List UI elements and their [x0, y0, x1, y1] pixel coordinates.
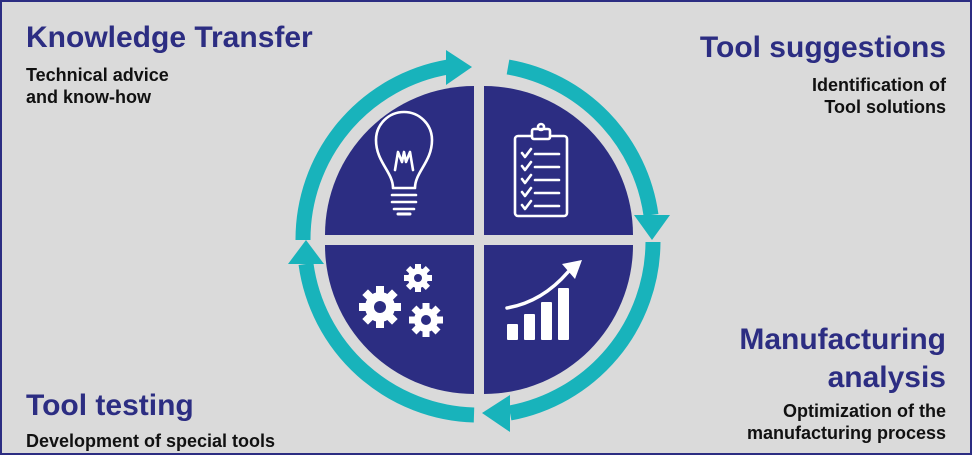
lightbulb-icon	[374, 110, 434, 216]
tool-testing-title: Tool testing	[26, 389, 194, 422]
arrow-head-left	[288, 240, 324, 264]
manufacturing-analysis-title-line2: analysis	[827, 361, 946, 394]
tool-suggestions-description-line2: Tool solutions	[824, 97, 946, 117]
arrow-arc-bottom-right	[508, 241, 661, 421]
tool-suggestions-description-line1: Identification of	[812, 75, 946, 95]
tool-suggestions-title: Tool suggestions	[699, 31, 946, 64]
arrow-ring	[295, 59, 661, 423]
manufacturing-analysis-description-line1: Optimization of the	[783, 401, 946, 421]
tool-testing-description: Development of special tools	[26, 431, 276, 451]
arrow-heads	[288, 50, 670, 432]
clipboard-checklist-icon	[513, 122, 569, 218]
gears-icon	[359, 264, 443, 337]
arrow-head-bottom	[482, 395, 510, 432]
quadrant-top-right	[484, 86, 633, 235]
manufacturing-analysis-description-line2: manufacturing process	[746, 423, 946, 443]
knowledge-transfer-description-line2: and know-how	[26, 87, 151, 107]
rising-bar-chart-icon	[505, 260, 582, 340]
knowledge-transfer-description: Technical advice and know-how	[26, 64, 246, 108]
manufacturing-analysis-title-line1: Manufacturing	[739, 323, 946, 356]
manufacturing-analysis-description: Optimization of the manufacturing proces…	[686, 400, 946, 444]
manufacturing-analysis-title: Manufacturing analysis	[686, 324, 946, 394]
arrow-head-top	[446, 50, 472, 85]
quadrant-top-left	[325, 86, 474, 235]
knowledge-transfer-title: Knowledge Transfer	[26, 21, 313, 54]
quadrant-wedges	[325, 86, 633, 394]
knowledge-transfer-description-line1: Technical advice	[26, 65, 169, 85]
arrow-arc-top-left	[295, 59, 450, 241]
arrow-head-right	[634, 215, 670, 240]
arrow-arc-top-right	[506, 59, 659, 217]
quadrant-bottom-left	[325, 245, 474, 394]
tool-suggestions-description: Identification of Tool solutions	[706, 74, 946, 118]
arrow-arc-bottom-left	[298, 262, 475, 423]
